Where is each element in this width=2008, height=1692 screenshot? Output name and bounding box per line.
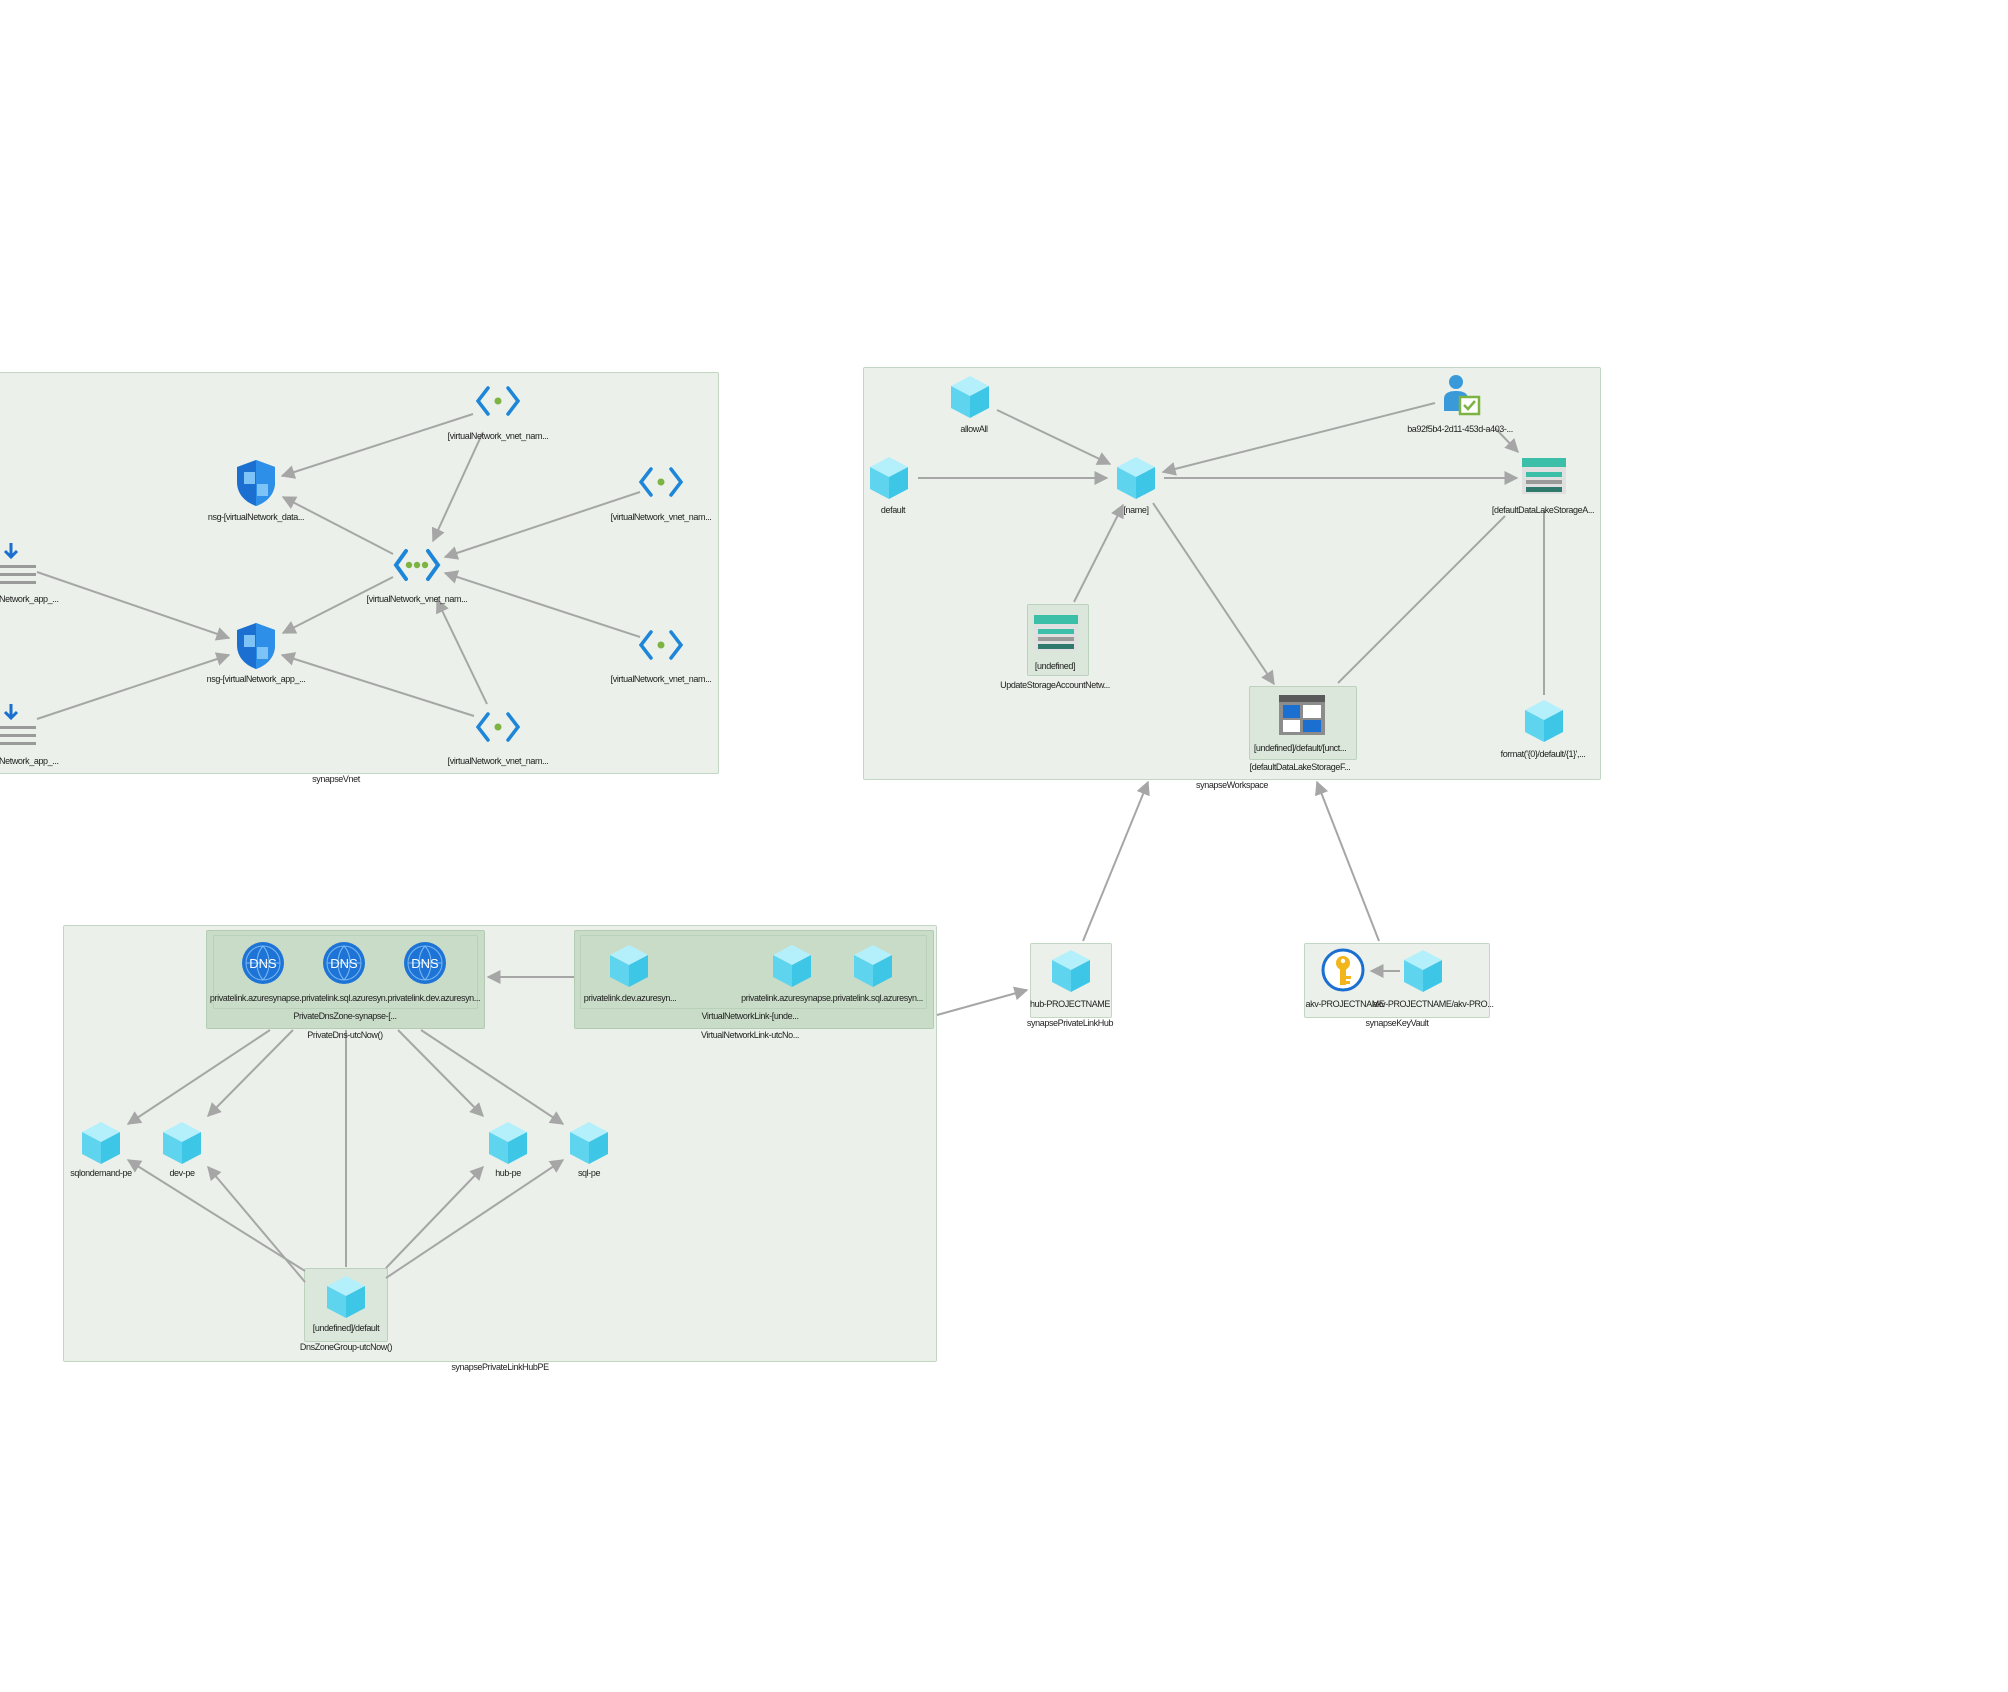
group-label: synapseVnet — [312, 774, 360, 784]
virtual-network-icon[interactable] — [638, 628, 684, 662]
node-label: akv-PROJECTNAME/akv-PRO... — [1372, 999, 1494, 1009]
node-label: format('{0}/default/{1}',... — [1500, 749, 1586, 759]
storage-account-icon[interactable] — [1032, 612, 1080, 654]
synapse-workspace-icon[interactable] — [1277, 693, 1327, 737]
role-assignment-icon[interactable] — [1440, 373, 1482, 419]
group-label: VirtualNetworkLink-utcNo... — [700, 1030, 800, 1040]
node-label: privatelink.dev.azuresyn... — [583, 993, 677, 1003]
node-label: [name] — [1123, 505, 1149, 515]
resource-cube-icon[interactable] — [949, 374, 991, 420]
virtual-network-icon[interactable] — [475, 384, 521, 418]
node-label: nsg-[virtualNetwork_app_... — [206, 674, 306, 684]
node-label: [defaultDataLakeStorageA... — [1491, 505, 1595, 515]
virtual-network-icon[interactable] — [638, 465, 684, 499]
node-label: akv-PROJECTNAME — [1305, 999, 1385, 1009]
dns-icon-text: DNS — [249, 956, 277, 971]
virtual-network-icon[interactable] — [475, 710, 521, 744]
group-label: synapsePrivateLinkHub — [1026, 1018, 1114, 1028]
dns-icon-text: DNS — [411, 956, 439, 971]
node-label: hub-pe — [495, 1168, 521, 1178]
node-label: [virtualNetwork_vnet_nam... — [366, 594, 468, 604]
group-synapse-vnet[interactable] — [0, 372, 719, 774]
group-label: VirtualNetworkLink-[unde... — [701, 1011, 799, 1021]
network-security-group-icon[interactable] — [234, 621, 278, 671]
group-label: PrivateDnsZone-synapse-[... — [293, 1011, 397, 1021]
node-label: dev-pe — [169, 1168, 195, 1178]
group-label: DnsZoneGroup-utcNow() — [299, 1342, 393, 1352]
edge-akv-workspace — [1315, 780, 1380, 942]
group-label: PrivateDns-utcNow() — [307, 1030, 383, 1040]
resource-cube-icon[interactable] — [568, 1120, 610, 1166]
node-label: lNetwork_app_... — [0, 594, 59, 604]
node-label: ba92f5b4-2d11-453d-a403-... — [1407, 424, 1513, 434]
load-balancer-icon[interactable] — [0, 701, 40, 749]
group-label: synapseKeyVault — [1365, 1018, 1429, 1028]
node-label: [undefined]/default — [312, 1323, 380, 1333]
resource-cube-icon[interactable] — [161, 1120, 203, 1166]
resource-cube-icon[interactable] — [1402, 948, 1444, 994]
dns-zone-icon[interactable]: DNS — [240, 940, 286, 986]
dns-zone-icon[interactable]: DNS — [321, 940, 367, 986]
node-label: allowAll — [960, 424, 988, 434]
virtual-network-hub-icon[interactable] — [393, 547, 441, 583]
group-label: synapsePrivateLinkHubPE — [451, 1362, 549, 1372]
group-label: synapseWorkspace — [1196, 780, 1268, 790]
dns-icon-text: DNS — [330, 956, 358, 971]
edge-hub-workspace — [1082, 780, 1150, 942]
node-label: [virtualNetwork_vnet_nam... — [610, 674, 712, 684]
resource-cube-icon[interactable] — [608, 943, 650, 989]
resource-cube-icon[interactable] — [1050, 948, 1092, 994]
node-label: [virtualNetwork_vnet_nam... — [610, 512, 712, 522]
group-label: [defaultDataLakeStorageF... — [1249, 762, 1351, 772]
node-label: [undefined]/default/[unct... — [1253, 743, 1347, 753]
edge-pe-hub — [936, 986, 1029, 1016]
resource-cube-icon[interactable] — [1115, 455, 1157, 501]
node-label: nsg-[virtualNetwork_data... — [207, 512, 305, 522]
node-label: sqlondemand-pe — [70, 1168, 132, 1178]
node-label: hub-PROJECTNAME — [1029, 999, 1111, 1009]
resource-cube-icon[interactable] — [868, 455, 910, 501]
resource-cube-icon[interactable] — [487, 1120, 529, 1166]
node-label: [undefined] — [1034, 661, 1076, 671]
node-label: [virtualNetwork_vnet_nam... — [447, 756, 549, 766]
resource-cube-icon[interactable] — [80, 1120, 122, 1166]
resource-cube-icon[interactable] — [852, 943, 894, 989]
node-label: privatelink.azuresynapse.privatelink.sql… — [741, 993, 923, 1003]
node-label: default — [880, 505, 906, 515]
node-label: privatelink.azuresynapse.privatelink.sql… — [209, 993, 481, 1003]
resource-cube-icon[interactable] — [1523, 698, 1565, 744]
load-balancer-icon[interactable] — [0, 540, 40, 588]
storage-account-icon[interactable] — [1520, 455, 1568, 497]
node-label: lNetwork_app_... — [0, 756, 59, 766]
node-label: [virtualNetwork_vnet_nam... — [447, 431, 549, 441]
group-label: UpdateStorageAccountNetw... — [1000, 680, 1110, 690]
network-security-group-icon[interactable] — [234, 458, 278, 508]
resource-cube-icon[interactable] — [771, 943, 813, 989]
resource-cube-icon[interactable] — [325, 1274, 367, 1320]
node-label: sql-pe — [577, 1168, 601, 1178]
dns-zone-icon[interactable]: DNS — [402, 940, 448, 986]
key-vault-icon[interactable] — [1320, 947, 1366, 993]
